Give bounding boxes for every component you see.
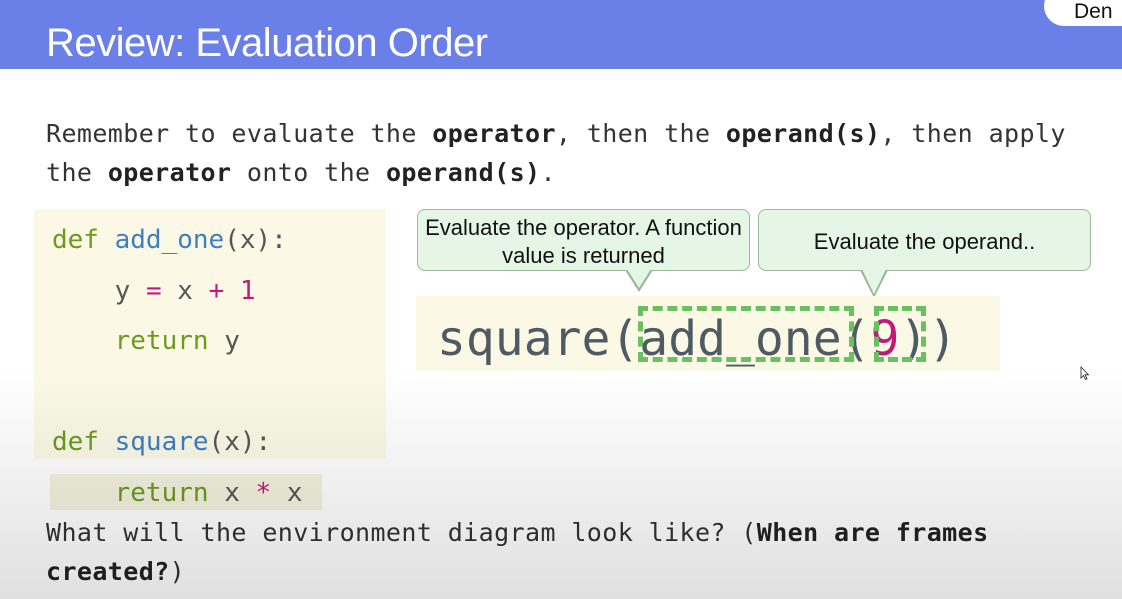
code-line-return-square: return x * x [52,476,303,510]
callout-pointer-fill [627,269,651,288]
operator-highlight-box [638,306,854,362]
code-indent [52,478,115,508]
mouse-pointer-icon [1080,366,1090,380]
code-operator: * [255,478,272,508]
code-operator: = [145,276,162,306]
code-indent [52,326,115,356]
operand-highlight-box [874,306,926,362]
expression-text: square( [437,311,640,367]
code-panel [34,209,386,459]
intro-text-part: , then the [555,119,726,148]
code-line-return-y: return y [52,324,240,358]
code-keyword: return [114,326,209,356]
intro-text-part: onto the [231,158,386,187]
question-text-part: What will the environment diagram look l… [46,518,757,547]
code-keyword: def [52,427,99,457]
code-text: x [271,478,303,508]
code-function-name: square [114,427,209,457]
intro-bold-operands: operand(s) [725,119,881,148]
intro-text-part: , then apply the [46,119,1066,187]
code-operator: + [208,276,225,306]
code-space [99,427,115,457]
code-keyword: def [52,225,99,255]
callout-evaluate-operand: Evaluate the operand.. [758,209,1091,271]
demo-tab[interactable]: Den [1044,0,1122,26]
code-indent [52,276,115,306]
code-line-def-add-one: def add_one(x): [52,223,287,257]
intro-text-part: Remember to evaluate the [46,119,433,148]
code-text: x [208,478,256,508]
intro-bold-operator: operator [432,119,556,148]
intro-text-part: . [540,158,556,187]
callout-evaluate-operator: Evaluate the operator. A function value … [417,209,750,271]
demo-tab-label: Den [1074,0,1113,23]
intro-bold-operands: operand(s) [385,158,541,187]
code-line-assign: y = x + 1 [52,274,256,308]
code-line-def-square: def square(x): [52,425,271,459]
slide-title-bar: Review: Evaluation Order [0,0,1122,69]
code-text: x [161,276,209,306]
code-text: (x): [224,225,287,255]
code-panel-highlight [50,474,322,510]
intro-bold-operator: operator [107,158,232,187]
code-number: 1 [239,276,256,306]
code-text: y [114,276,146,306]
code-space [99,225,115,255]
callout-pointer-fill [862,269,886,294]
question-bold: When are frames created? [46,518,989,586]
slide-title: Review: Evaluation Order [46,21,488,65]
code-text: y [208,326,240,356]
intro-text: Remember to evaluate the operator, then … [46,114,1106,192]
question-text-part: ) [169,557,186,586]
code-text [224,276,240,306]
question-text: What will the environment diagram look l… [46,513,1116,591]
code-function-name: add_one [114,225,225,255]
code-keyword: return [114,478,209,508]
code-text: (x): [208,427,272,457]
